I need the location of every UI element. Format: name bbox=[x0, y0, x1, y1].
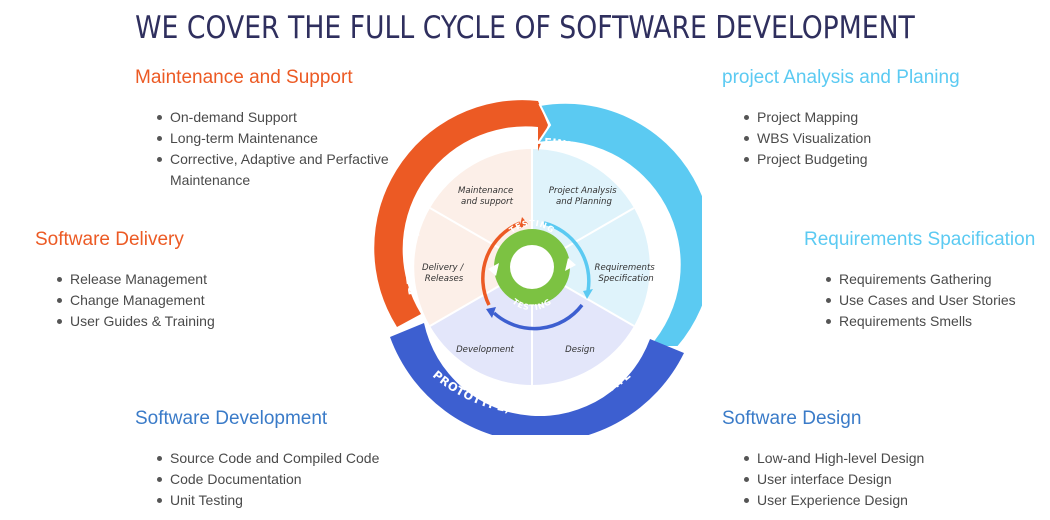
list-item: User Guides & Training bbox=[57, 311, 295, 332]
segment-development bbox=[430, 267, 532, 385]
list-item: Low-and High-level Design bbox=[744, 448, 1022, 469]
arrowhead-blue bbox=[486, 307, 496, 318]
list-item: Unit Testing bbox=[157, 490, 405, 511]
list-item: Use Cases and User Stories bbox=[826, 290, 1050, 311]
list-item: User interface Design bbox=[744, 469, 1022, 490]
section-title: Requirements Spacification bbox=[804, 229, 1036, 250]
section-software-design: Software Design Low-and High-level Desig… bbox=[722, 408, 1022, 511]
list-item: Project Mapping bbox=[744, 107, 1022, 128]
testing-arrow-right bbox=[565, 258, 576, 271]
inner-cycle-arrows bbox=[481, 221, 591, 331]
section-project-analysis: project Analysis and Planing Project Map… bbox=[722, 67, 1022, 170]
arrowhead-orange bbox=[519, 217, 528, 229]
page-title: WE COVER THE FULL CYCLE OF SOFTWARE DEVE… bbox=[135, 10, 915, 46]
segment-label-delivery: Delivery / Releases bbox=[422, 263, 466, 284]
list-item: Change Management bbox=[57, 290, 295, 311]
sdlc-cycle-diagram: DELIVER, OPTIMIZE, EVOLVE DEFINE PROJECT… bbox=[362, 95, 702, 435]
segment-delivery bbox=[414, 208, 532, 326]
section-software-delivery: Software Delivery Release Management Cha… bbox=[35, 229, 295, 332]
section-list: Source Code and Compiled Code Code Docum… bbox=[135, 448, 405, 511]
section-software-development: Software Development Source Code and Com… bbox=[135, 408, 405, 511]
list-item: Corrective, Adaptive and Perfactive bbox=[157, 149, 405, 170]
segment-maintenance bbox=[430, 149, 532, 267]
segment-label-maintenance: Maintenance and support bbox=[458, 186, 516, 207]
section-list: Requirements Gathering Use Cases and Use… bbox=[804, 269, 1050, 332]
section-title: Maintenance and Support bbox=[135, 67, 353, 88]
section-list: Project Mapping WBS Visualization Projec… bbox=[722, 107, 1022, 170]
band-cyan bbox=[535, 101, 702, 348]
arrowhead-cyan bbox=[583, 289, 593, 299]
section-list: Release Management Change Management Use… bbox=[35, 269, 295, 332]
segment-label-development: Development bbox=[456, 345, 514, 355]
list-item: User Experience Design bbox=[744, 490, 1022, 511]
list-item: Release Management bbox=[57, 269, 295, 290]
list-item: Long-term Maintenance bbox=[157, 128, 405, 149]
list-item: Code Documentation bbox=[157, 469, 405, 490]
band-blue bbox=[390, 323, 684, 435]
section-maintenance-support: Maintenance and Support On-demand Suppor… bbox=[135, 67, 405, 191]
segment-design bbox=[532, 267, 634, 385]
list-item: Requirements Smells bbox=[826, 311, 1050, 332]
band-orange bbox=[374, 100, 548, 327]
section-title: Software Delivery bbox=[35, 229, 184, 250]
list-item: Project Budgeting bbox=[744, 149, 1022, 170]
list-item: On-demand Support bbox=[157, 107, 405, 128]
section-list: Low-and High-level Design User interface… bbox=[722, 448, 1022, 511]
list-item: Requirements Gathering bbox=[826, 269, 1050, 290]
section-title: project Analysis and Planing bbox=[722, 67, 960, 88]
list-item: Source Code and Compiled Code bbox=[157, 448, 405, 469]
testing-arrow-left bbox=[488, 263, 499, 276]
segment-label-requirements: Requirements Specification bbox=[594, 263, 657, 284]
section-requirements: Requirements Spacification Requirements … bbox=[804, 229, 1050, 332]
segment-label-design: Design bbox=[565, 345, 595, 355]
list-item-continuation: Maintenance bbox=[170, 172, 251, 188]
list-item: WBS Visualization bbox=[744, 128, 1022, 149]
section-title: Software Development bbox=[135, 408, 328, 429]
segment-requirements bbox=[532, 208, 650, 326]
section-title: Software Design bbox=[722, 408, 862, 429]
segment-label-analysis: Project Analysis and Planning bbox=[549, 186, 620, 207]
segment-analysis bbox=[532, 149, 634, 267]
section-list: On-demand Support Long-term Maintenance … bbox=[135, 107, 405, 191]
testing-center bbox=[510, 245, 554, 289]
